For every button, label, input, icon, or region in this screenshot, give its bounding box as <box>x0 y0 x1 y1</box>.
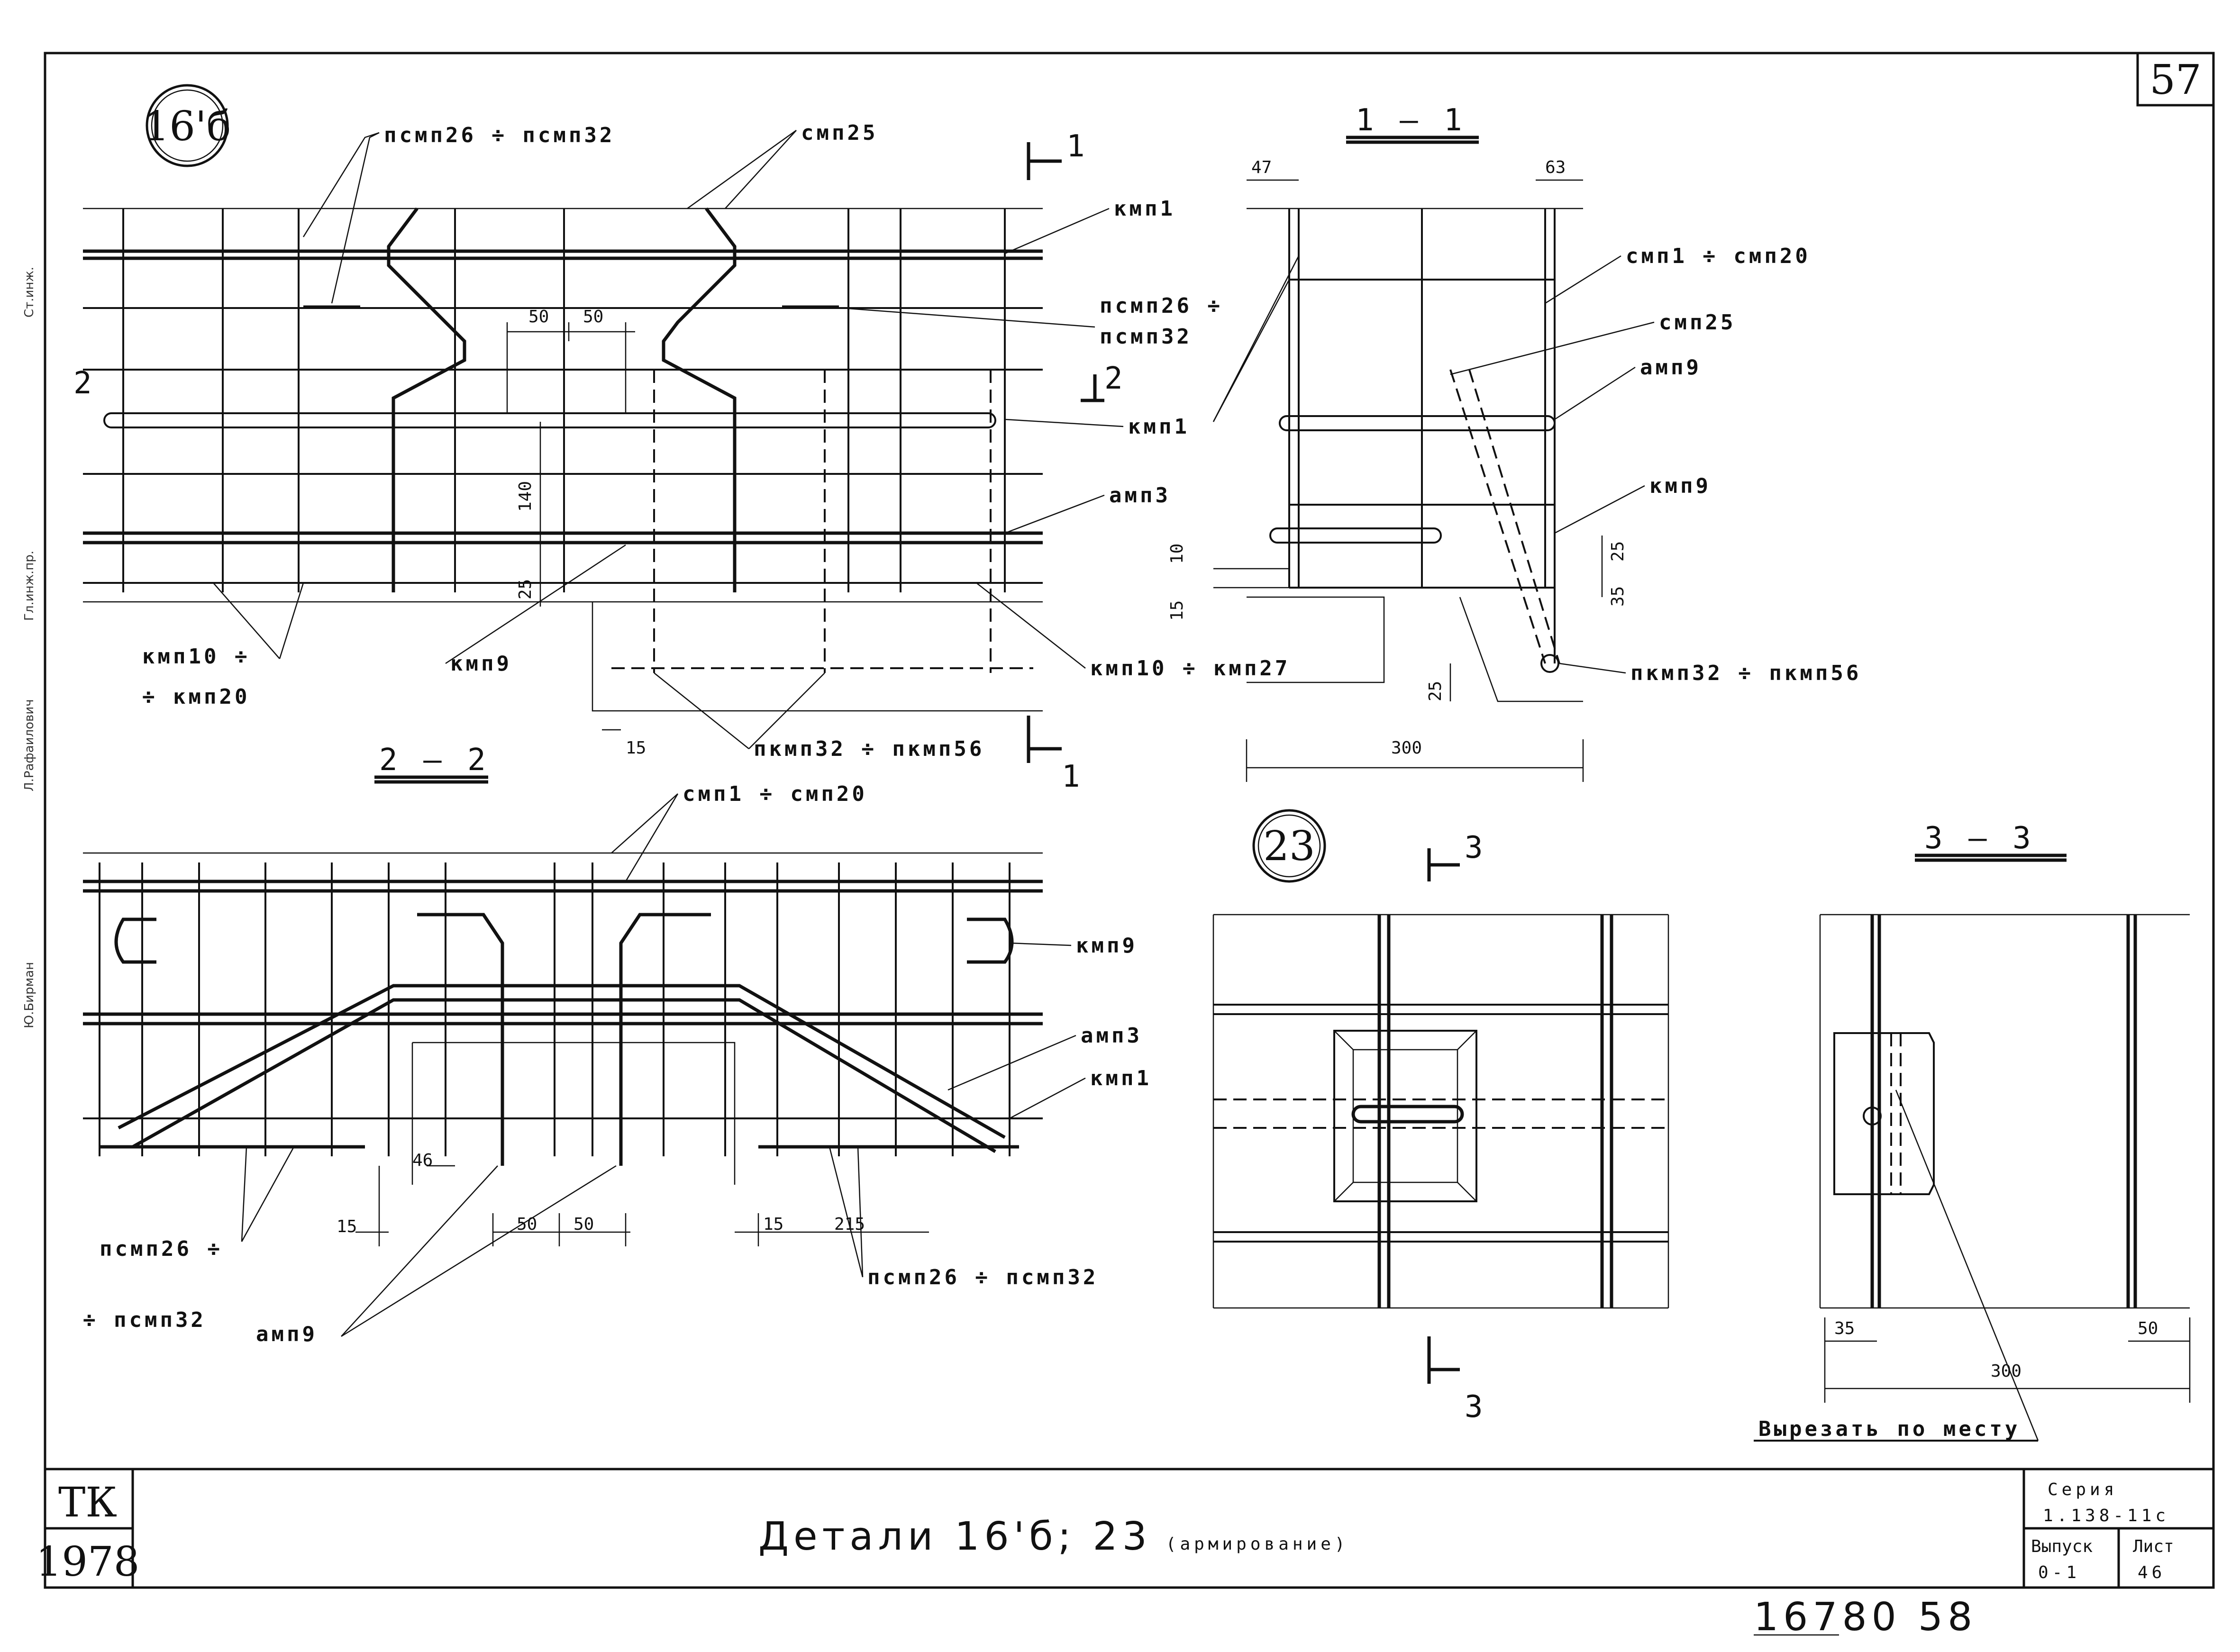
cut-mark-1-top: 1 <box>1066 129 1089 164</box>
dim-15-s22-a: 15 <box>337 1217 357 1236</box>
side-note-1: Ю.Бирман <box>22 962 36 1028</box>
dim-140: 140 <box>516 481 535 512</box>
label-kmp10: кмп10 ÷ <box>142 644 250 669</box>
label-amp3-s22: амп3 <box>1081 1024 1142 1048</box>
note-cut-in-place: Вырезать по месту <box>1758 1417 2020 1441</box>
archive-number: 16780 58 <box>1754 1595 1977 1640</box>
dim-50-s22-a: 50 <box>517 1215 537 1234</box>
dim-300-s11: 300 <box>1391 738 1422 758</box>
dim-50-b: 50 <box>583 307 603 327</box>
detail-16b-view: 16'б <box>73 84 1290 794</box>
label-kmp1-b: кмп1 <box>1128 415 1190 439</box>
dim-15-s22-b: 15 <box>763 1215 783 1234</box>
label-kmp1-a: кмп1 <box>1114 197 1175 221</box>
dim-300-s33: 300 <box>1991 1362 2021 1381</box>
detail-23-circle-inner <box>1257 814 1321 878</box>
side-note-2: Л.Рафаилович <box>22 699 36 791</box>
dim-47: 47 <box>1251 158 1272 177</box>
label-amp9-s11: амп9 <box>1640 355 1702 380</box>
label-psmp26-a: псмп26 ÷ <box>1100 294 1223 318</box>
sheet-value: 46 <box>2138 1563 2166 1582</box>
label-psmp26-s22: псмп26 ÷ <box>100 1237 223 1261</box>
cut-mark-2-right: 2 <box>1104 361 1127 396</box>
label-psmp32-a: псмп32 <box>1100 325 1192 349</box>
label-kmp9-s22: кмп9 <box>1076 934 1138 958</box>
label-kmp1-s22: кмп1 <box>1090 1066 1152 1090</box>
side-note-4: Ст.инж. <box>22 267 36 318</box>
section-3-3: 3 — 3 35 50 300 Вырезать по месту <box>1754 821 2191 1442</box>
stamp-org: ТК <box>58 1479 117 1526</box>
section-title-1-1: 1 — 1 <box>1356 103 1466 138</box>
sheet-number-box <box>2136 52 2215 107</box>
sheet-label: Лист <box>2133 1537 2174 1556</box>
section-1-1: 1 — 1 смп1 ÷ смп20 смп25 амп9 кмп9 пкмп3… <box>1167 103 1861 782</box>
detail-marker-circle-inner <box>151 89 224 162</box>
dim-35-s11: 35 <box>1608 586 1628 607</box>
label-pkmp32-56-s11: пкмп32 ÷ пкмп56 <box>1630 661 1861 685</box>
series-label: Серия <box>2048 1480 2118 1499</box>
detail-23-circle <box>1252 809 1326 883</box>
label-amp3: амп3 <box>1109 483 1171 508</box>
dim-15: 15 <box>626 738 646 758</box>
title-block: ТК 1978 Детали 16'б; 23 (армирование) Се… <box>36 1468 2213 1588</box>
label-smp25-s11: смп25 <box>1659 310 1736 335</box>
dim-15-s11: 15 <box>1167 600 1187 621</box>
label-psmp32-s22: ÷ псмп32 <box>83 1308 206 1332</box>
sheet-frame <box>44 52 2215 1589</box>
cut-mark-3-bottom: 3 <box>1465 1389 1487 1425</box>
dim-10: 10 <box>1167 544 1187 564</box>
detail-marker-16b: 16'б <box>144 103 231 150</box>
dim-50-a: 50 <box>528 307 549 327</box>
label-amp9-s22: амп9 <box>256 1322 318 1346</box>
dim-25-s11-a: 25 <box>1608 541 1628 562</box>
label-kmp20: ÷ кмп20 <box>142 685 250 709</box>
section-title-2-2: 2 — 2 <box>379 743 490 778</box>
dim-25-s11-b: 25 <box>1426 681 1445 701</box>
label-smp1-20: смп1 ÷ смп20 <box>1626 244 1811 268</box>
issue-label: Выпуск <box>2031 1537 2093 1556</box>
dim-25: 25 <box>516 579 535 599</box>
series-value: 1.138-11с <box>2043 1506 2169 1525</box>
cut-mark-2-left: 2 <box>73 366 96 401</box>
label-pkmp32-56: пкмп32 ÷ пкмп56 <box>754 737 984 761</box>
label-psmp26-32-s22: псмп26 ÷ псмп32 <box>867 1265 1098 1289</box>
dim-63: 63 <box>1545 158 1566 177</box>
label-kmp9: кмп9 <box>450 652 512 676</box>
side-notes: Ю.Бирман Л.Рафаилович Гл.инж.пр. Ст.инж. <box>22 267 36 1028</box>
section-2-2: 2 — 2 <box>83 743 1152 1346</box>
drawing-subtitle-text: (армирование) <box>1166 1534 1349 1554</box>
label-kmp9-s11: кмп9 <box>1649 474 1711 498</box>
dim-50-s22-b: 50 <box>574 1215 594 1234</box>
detail-23-view: 23 3 3 <box>1212 809 1669 1425</box>
stamp-year: 1978 <box>36 1538 140 1586</box>
dim-35-s33: 35 <box>1834 1319 1855 1338</box>
dim-215: 215 <box>834 1215 865 1234</box>
drawing-title: Детали 16'б; 23 <box>758 1514 1152 1559</box>
cut-mark-3-top: 3 <box>1465 830 1487 865</box>
dim-46: 46 <box>412 1151 433 1170</box>
sheet-number: 57 <box>2149 56 2201 104</box>
section-title-3-3: 3 — 3 <box>1924 821 2035 856</box>
label-smp25: смп25 <box>801 121 878 145</box>
detail-marker-circle <box>146 84 229 167</box>
issue-value: 0-1 <box>2038 1563 2080 1582</box>
label-kmp10-27: кмп10 ÷ кмп27 <box>1090 656 1290 681</box>
cut-mark-1-bottom: 1 <box>1062 759 1084 794</box>
label-psmp26-32: псмп26 ÷ псмп32 <box>384 123 615 147</box>
detail-marker-23: 23 <box>1263 823 1315 870</box>
label-smp1-20-s22: смп1 ÷ смп20 <box>683 782 867 806</box>
dim-50-s33: 50 <box>2138 1319 2158 1338</box>
side-note-3: Гл.инж.пр. <box>22 551 36 621</box>
